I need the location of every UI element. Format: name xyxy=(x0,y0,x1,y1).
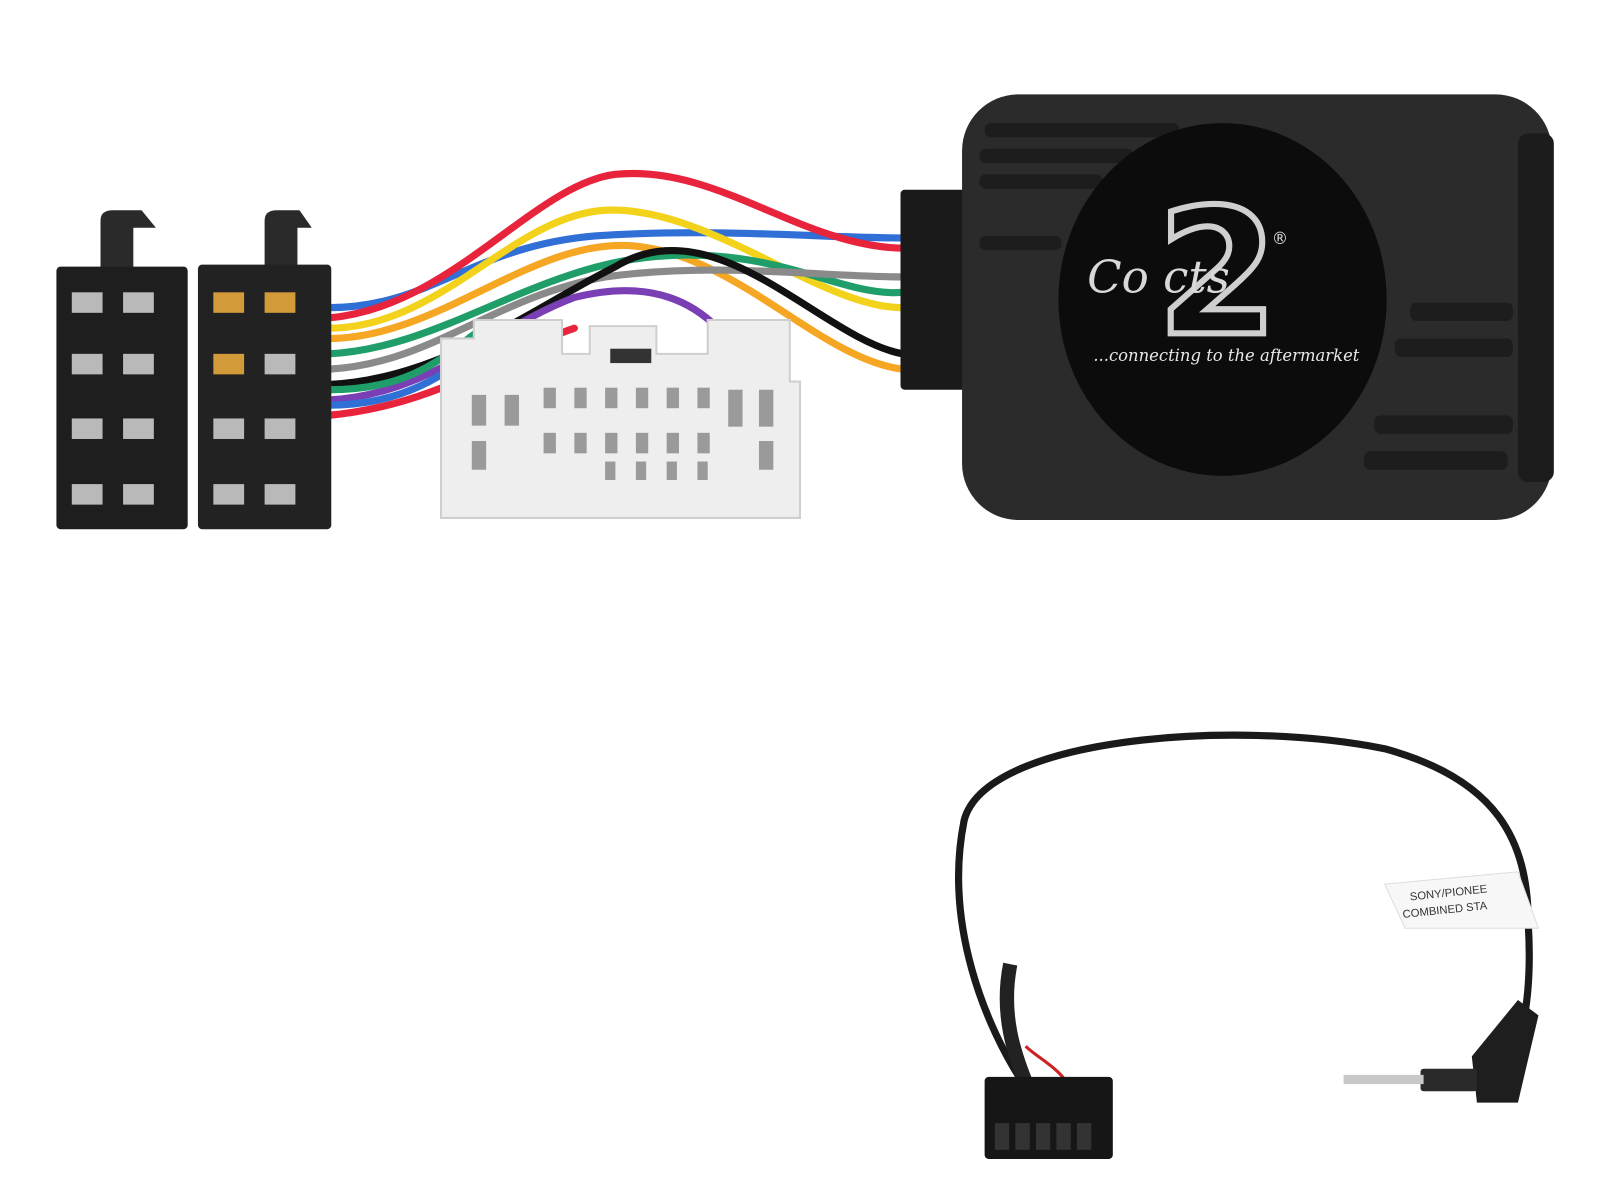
wire-bundle xyxy=(324,169,907,419)
svg-text:®: ® xyxy=(1272,229,1288,248)
logo-tagline: ...connecting to the aftermarket xyxy=(1093,346,1359,365)
logo-two: 2 xyxy=(1157,172,1278,375)
vehicle-connector xyxy=(439,318,802,519)
iso-connector xyxy=(56,210,332,530)
module-plug xyxy=(900,189,973,390)
interface-module: 2 Co cts ® ...connecting to the aftermar… xyxy=(962,94,1554,520)
jack-plug xyxy=(1420,1068,1477,1092)
logo-script: Co cts xyxy=(1087,250,1230,303)
patch-lead: SONY/PIONEE COMBINED STA xyxy=(955,731,1540,1159)
logo-badge xyxy=(1058,123,1387,476)
